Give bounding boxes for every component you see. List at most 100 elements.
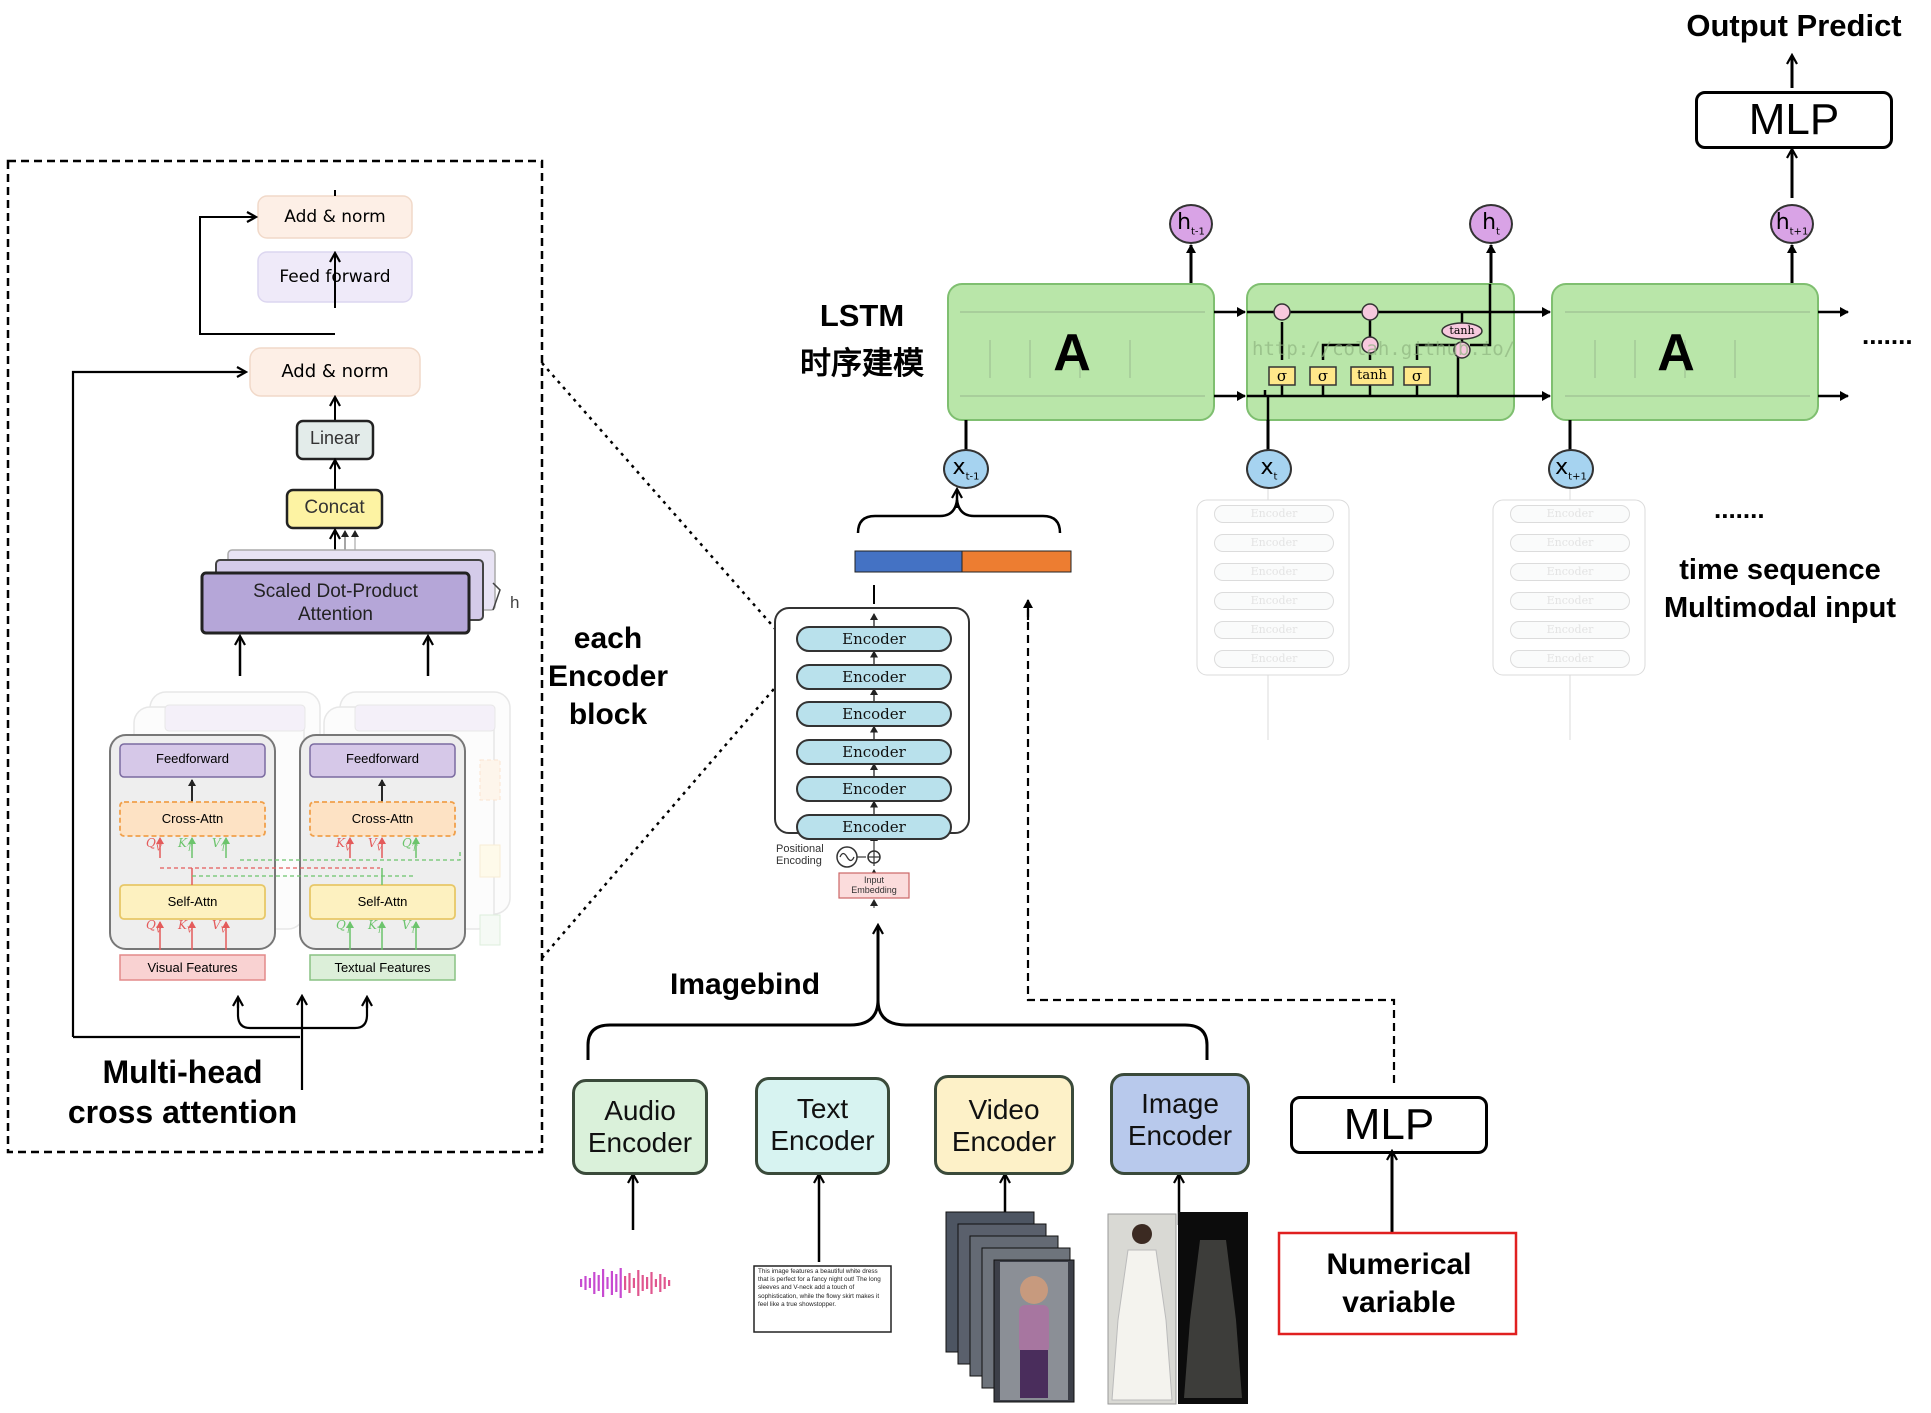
waveform-bar [597,1275,600,1291]
input-letter: x [1555,455,1569,480]
input-t-minus-1: xt-1 [943,449,989,489]
embedding-line-2: Embedding [851,885,897,895]
multihead-line-1: Multi-head [102,1054,263,1090]
waveform-bar [659,1274,662,1292]
gate-sigma-1: σ [1276,367,1288,385]
image-encoder-box: Image Encoder [1110,1073,1250,1175]
lstm-cell-a-left: A [1053,324,1091,382]
positional-encoding-label: Positional Encoding [776,843,824,867]
multimodal-input-label: Multimodal input [1664,592,1896,624]
waveform-bar [628,1273,631,1293]
encoder-layer: Encoder [796,663,952,690]
waveform-bar [610,1271,613,1295]
input-embedding-box [838,872,910,899]
waveform-bar [668,1280,671,1286]
waveform-bar [663,1277,666,1289]
video-frames-image [945,1211,1075,1403]
scaled-dot-product-attention-box [200,571,471,635]
audio-waveform-icon [580,1268,671,1298]
each-line: each [573,622,643,655]
top-mlp-box: MLP [1695,91,1893,149]
input-embedding-label: Input Embedding [839,875,909,895]
text-encoder-line-1: Text [796,1093,849,1124]
add-norm-top-label: Add & norm [284,207,386,227]
hidden-sub: t [1496,226,1500,238]
qkv-letter: KV [336,836,351,853]
gate-sigma-2: σ [1317,367,1329,385]
encoder-layer: Encoder [796,813,952,840]
positional-line-1: Positional [776,843,824,855]
text-encoder-line-2: Encoder [770,1125,875,1156]
gate-tanh-out: tanh [1449,324,1475,337]
qkv-letter: VT [212,836,227,853]
qkv-letter: QV [146,918,162,935]
qkv-letter: QT [402,836,418,853]
waveform-bar [637,1270,640,1296]
cross-attn-label-right: Cross-Attn [351,811,414,826]
lstm-cell-middle [1246,283,1515,421]
output-predict-label: Output Predict [1686,8,1902,43]
cross-attn-label-left: Cross-Attn [161,811,224,826]
numerical-variable-label: Numerical variable [1279,1246,1519,1322]
waveform-bar [632,1278,635,1288]
lstm-cell-a-right: A [1657,324,1695,382]
hidden-state-t-minus-1: ht-1 [1169,204,1213,244]
lstm-subtitle: 时序建模 [800,346,924,381]
add-norm-label: Add & norm [281,361,389,382]
dress-images [1107,1212,1248,1405]
input-letter: x [952,455,966,480]
numerical-variable-box [1277,1231,1518,1336]
bottom-mlp-box: MLP [1290,1096,1488,1154]
text-sample: This image features a beautiful white dr… [758,1268,881,1308]
faded-encoder-layer: Encoder [1510,592,1630,610]
each-encoder-block-label: each Encoder block [538,620,678,734]
waveform-bar [624,1276,627,1290]
ellipsis-mid: ....... [1714,494,1765,524]
waveform-bar [580,1279,583,1287]
gate-sigma-3: σ [1411,367,1423,385]
input-letter: x [1260,455,1274,480]
sdpa-line-2: Attention [298,604,373,625]
feed-forward-label: Feed forward [279,267,391,287]
input-t: xt [1246,449,1292,489]
faded-encoder-layer: Encoder [1510,563,1630,581]
waveform-bar [619,1268,622,1298]
block-line: block [568,698,648,731]
concat-bar-visual [854,550,963,573]
faded-encoder-layer: Encoder [1510,505,1630,523]
numerical-line-1: Numerical [1326,1248,1472,1281]
qkv-letter: KT [178,836,193,853]
input-sub: t [1273,471,1278,483]
textual-features-label: Textual Features [334,960,431,975]
faded-encoder-layer: Encoder [1214,592,1334,610]
waveform-bar [602,1269,605,1297]
visual-features-label: Visual Features [147,960,238,975]
qkv-letter: QV [146,836,162,853]
encoder-line: Encoder [547,660,669,693]
lstm-cell-right [1551,283,1819,421]
sdpa-label: Scaled Dot-Product Attention [202,580,469,626]
faded-encoder-layer: Encoder [1510,650,1630,668]
qkv-letter: VV [368,836,383,853]
input-sub: t+1 [1568,471,1587,483]
feedforward-label-right: Feedforward [346,751,419,766]
hidden-sub: t-1 [1191,226,1205,238]
qkv-letter: VV [212,918,227,935]
video-encoder-box: Video Encoder [934,1075,1074,1175]
input-t-plus-1: xt+1 [1548,449,1594,489]
waveform-bar [641,1275,644,1291]
concat-bar-numeric [961,550,1072,573]
encoder-layer: Encoder [796,701,952,727]
concat-label: Concat [304,497,365,518]
text-encoder-box: Text Encoder [755,1077,890,1175]
waveform-bar [593,1272,596,1294]
faded-encoder-layer: Encoder [1510,621,1630,639]
multihead-line-2: cross attention [67,1094,298,1130]
attention-panel-border [6,159,544,1154]
image-encoder-line-2: Encoder [1127,1120,1233,1151]
qkv-letter: KT [368,918,383,935]
feedforward-label-left: Feedforward [156,751,229,766]
